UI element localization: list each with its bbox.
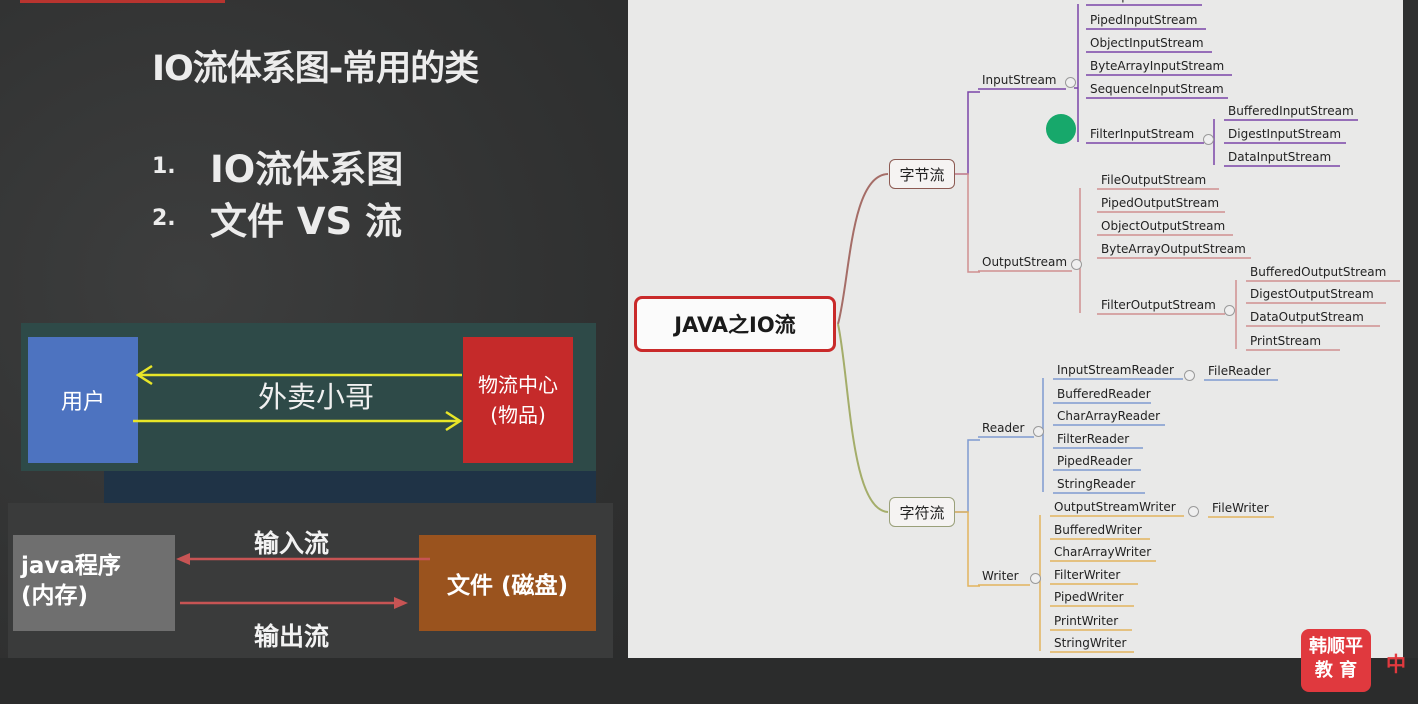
filter-output-child-dataoutputstream[interactable]: DataOutputStream: [1250, 310, 1364, 324]
root-to-byte: [837, 173, 889, 325]
filter-output-child-digestoutputstream[interactable]: DigestOutputStream: [1250, 287, 1374, 301]
reader-node[interactable]: Reader: [982, 421, 1025, 435]
reader-child-filterreader[interactable]: FilterReader: [1057, 432, 1130, 446]
writer-child-stringwriter[interactable]: StringWriter: [1054, 636, 1127, 650]
language-indicator[interactable]: 中: [1386, 652, 1406, 676]
analogy-panel-shadow: [104, 471, 596, 504]
root-to-char: [837, 323, 889, 513]
filter-input-child-digestinputstream[interactable]: DigestInputStream: [1228, 127, 1342, 141]
output-stream-node[interactable]: OutputStream: [982, 255, 1068, 269]
java-program-box: java程序 (内存): [13, 535, 175, 631]
input-child-sequenceinputstream[interactable]: SequenceInputStream: [1090, 82, 1224, 96]
output-stream-label: 输出流: [254, 622, 330, 651]
bottom-strip: [0, 658, 1418, 704]
goods-label: (物品): [490, 403, 546, 427]
byte-to-input: [955, 91, 980, 175]
input-trunk: [1074, 4, 1079, 142]
char-to-reader: [955, 439, 980, 513]
courier-label: 外卖小哥: [258, 380, 375, 414]
input-child-filterinputstream[interactable]: FilterInputStream: [1090, 127, 1195, 141]
input-collapse-toggle[interactable]: [1065, 77, 1076, 88]
output-collapse-toggle[interactable]: [1071, 259, 1082, 270]
reader-child-bufferedreader[interactable]: BufferedReader: [1057, 387, 1151, 401]
mindmap-root[interactable]: JAVA之IO流: [634, 296, 836, 352]
filter-output-child-bufferedoutputstream[interactable]: BufferedOutputStream: [1250, 265, 1387, 279]
title-accent-bar: [20, 0, 225, 3]
slide-panel: IO流体系图-常用的类 1. IO流体系图 2. 文件 VS 流 用户 物流中心…: [0, 0, 628, 704]
reader-collapse-toggle[interactable]: [1033, 426, 1044, 437]
input-child-bytearrayinputstream[interactable]: ByteArrayInputStream: [1090, 59, 1225, 73]
reader-child-pipedreader[interactable]: PipedReader: [1057, 454, 1133, 468]
input-stream-label: 输入流: [254, 529, 330, 558]
logistics-center-box: 物流中心 (物品): [463, 337, 573, 463]
file-disk-box: 文件 (磁盘): [419, 535, 596, 631]
topic-list: 1. IO流体系图 2. 文件 VS 流: [152, 140, 403, 244]
output-child-bytearrayoutputstream[interactable]: ByteArrayOutputStream: [1101, 242, 1246, 256]
memory-label: (内存): [21, 583, 89, 609]
byte-to-output: [955, 173, 980, 273]
file-reader-node[interactable]: FileReader: [1208, 364, 1271, 378]
output-child-filteroutputstream[interactable]: FilterOutputStream: [1101, 298, 1216, 312]
writer-child-pipedwriter[interactable]: PipedWriter: [1054, 590, 1124, 604]
filter-output-collapse-toggle[interactable]: [1224, 305, 1235, 316]
input-child-objectinputstream[interactable]: ObjectInputStream: [1090, 36, 1204, 50]
file-writer-node[interactable]: FileWriter: [1212, 501, 1269, 515]
slide-title: IO流体系图-常用的类: [152, 49, 479, 89]
writer-child-filterwriter[interactable]: FilterWriter: [1054, 568, 1121, 582]
output-stream-writer-collapse-toggle[interactable]: [1188, 506, 1199, 517]
filter-input-collapse-toggle[interactable]: [1203, 134, 1214, 145]
topic-text: IO流体系图: [210, 148, 404, 191]
writer-node[interactable]: Writer: [982, 569, 1019, 583]
reader-child-chararrayreader[interactable]: CharArrayReader: [1057, 409, 1161, 423]
flow-arrows: [133, 364, 463, 609]
input-stream-node[interactable]: InputStream: [982, 73, 1057, 87]
byte-stream-node[interactable]: 字节流: [889, 159, 955, 189]
writer-child-chararraywriter[interactable]: CharArrayWriter: [1054, 545, 1152, 559]
reader-child-stringreader[interactable]: StringReader: [1057, 477, 1136, 491]
user-box: 用户: [28, 337, 138, 463]
char-to-writer: [955, 511, 980, 587]
topic-number: 1.: [152, 153, 176, 179]
writer-child-bufferedwriter[interactable]: BufferedWriter: [1054, 523, 1142, 537]
input-child-pipedinputstream[interactable]: PipedInputStream: [1090, 13, 1198, 27]
char-stream-node[interactable]: 字符流: [889, 497, 955, 527]
topic-item-2: 2. 文件 VS 流: [152, 192, 403, 244]
filter-output-child-printstream[interactable]: PrintStream: [1250, 334, 1322, 348]
output-arrow-head: [394, 597, 408, 609]
mindmap-connectors: [837, 4, 1400, 653]
logistics-center-label: 物流中心: [478, 373, 558, 397]
output-child-fileoutputstream[interactable]: FileOutputStream: [1101, 173, 1207, 187]
output-child-pipedoutputstream[interactable]: PipedOutputStream: [1101, 196, 1220, 210]
brand-logo: 韩顺平 教 育: [1301, 629, 1371, 692]
filter-input-child-datainputstream[interactable]: DataInputStream: [1228, 150, 1332, 164]
java-program-label: java程序: [21, 553, 121, 579]
arrow-to-user-head: [135, 364, 153, 386]
arrow-to-center-head: [445, 410, 463, 432]
topic-item-1: 1. IO流体系图: [152, 140, 403, 192]
move-cursor-icon: [1046, 114, 1076, 144]
input-child-fileinputstream[interactable]: FileInputStream: [1090, 0, 1185, 3]
filter-input-child-bufferedinputstream[interactable]: BufferedInputStream: [1228, 104, 1354, 118]
topic-text: 文件 VS 流: [210, 200, 403, 243]
output-child-objectoutputstream[interactable]: ObjectOutputStream: [1101, 219, 1226, 233]
logo-line-1: 韩顺平: [1309, 636, 1363, 657]
reader-child-inputstreamreader[interactable]: InputStreamReader: [1057, 363, 1174, 377]
writer-child-outputstreamwriter[interactable]: OutputStreamWriter: [1054, 500, 1176, 514]
writer-collapse-toggle[interactable]: [1030, 573, 1041, 584]
writer-child-printwriter[interactable]: PrintWriter: [1054, 614, 1119, 628]
input-stream-reader-collapse-toggle[interactable]: [1184, 370, 1195, 381]
logo-line-2: 教 育: [1314, 660, 1358, 681]
input-arrow-head: [176, 553, 190, 565]
topic-number: 2.: [152, 205, 176, 231]
